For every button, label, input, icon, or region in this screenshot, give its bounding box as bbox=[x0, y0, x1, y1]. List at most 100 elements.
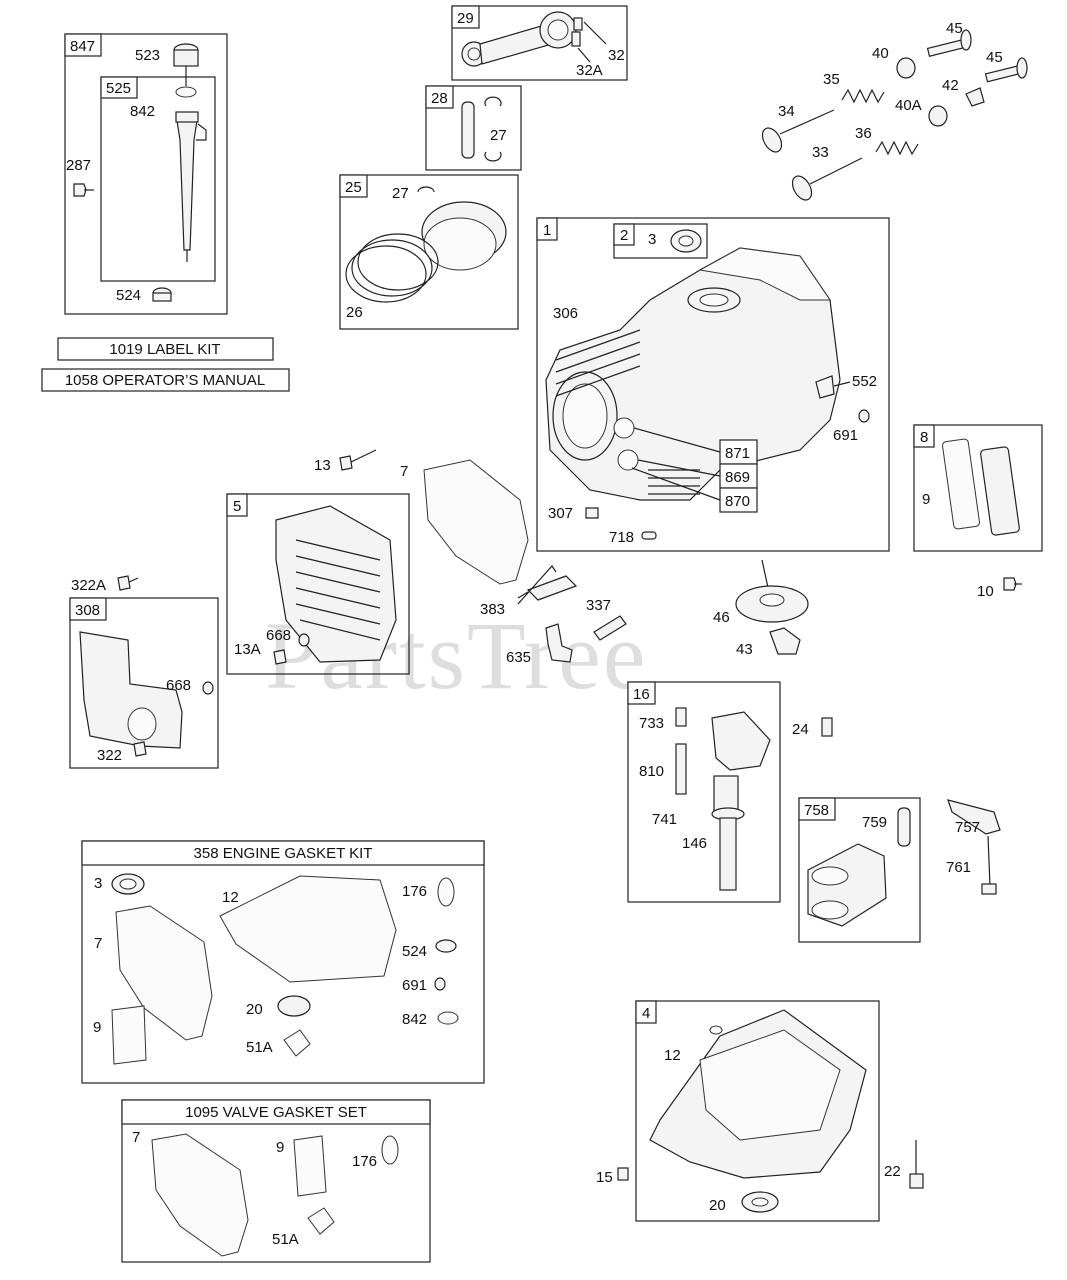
group-5[interactable]: 5 668 13A bbox=[226, 493, 410, 675]
pin-clip-top[interactable] bbox=[484, 96, 502, 107]
key-24-part[interactable] bbox=[821, 717, 833, 737]
rod-bolt-32[interactable] bbox=[573, 17, 583, 31]
group-29[interactable]: 29 32 32A bbox=[451, 5, 628, 81]
screw-733-part[interactable] bbox=[675, 707, 687, 727]
dipstick-tube-part[interactable] bbox=[175, 113, 199, 251]
retainer-40a-part[interactable] bbox=[928, 105, 948, 127]
group-28-id: 28 bbox=[431, 90, 448, 107]
piston-pin-part[interactable] bbox=[461, 101, 475, 159]
group-847-frame bbox=[64, 33, 228, 315]
pin-718-part[interactable] bbox=[641, 531, 657, 540]
valve-spring-36-part[interactable] bbox=[875, 140, 919, 156]
bolt-761-head bbox=[981, 883, 997, 895]
screw-10[interactable]: 10 bbox=[977, 577, 1022, 600]
group-28[interactable]: 28 27 bbox=[425, 85, 522, 171]
piston-clip-part[interactable] bbox=[417, 186, 435, 193]
screw-10-part[interactable] bbox=[1003, 577, 1017, 591]
spark-plug-337-part[interactable] bbox=[593, 615, 627, 641]
washer-668-head-part[interactable] bbox=[298, 633, 310, 647]
link-757-part[interactable] bbox=[947, 799, 1001, 835]
kit-gasket-51a-part[interactable] bbox=[283, 1029, 311, 1057]
plug-15-part[interactable] bbox=[617, 1167, 629, 1181]
head-gasket-7-part[interactable] bbox=[423, 459, 529, 585]
crank-key-810-part[interactable] bbox=[675, 743, 687, 795]
group-28-id-box bbox=[425, 85, 454, 109]
screw-322-part[interactable] bbox=[133, 741, 147, 757]
governor-shaft-383-part[interactable] bbox=[526, 575, 578, 601]
valve-33-stem[interactable] bbox=[809, 157, 863, 185]
link-parts[interactable]: 757 761 bbox=[946, 799, 1001, 895]
valve-gasket-set[interactable]: 1095 VALVE GASKET SET 7 9 176 51A bbox=[121, 1099, 431, 1263]
group-1[interactable]: 1 2 3 871 869 870 306 552 69 bbox=[536, 217, 890, 552]
set-gasket-9-part[interactable] bbox=[293, 1135, 327, 1197]
rod-bolt-32a[interactable] bbox=[571, 31, 581, 47]
breather-cover-part[interactable] bbox=[980, 446, 1020, 536]
kit-seal-20-part[interactable] bbox=[277, 995, 311, 1017]
label-kit[interactable]: 1019 LABEL KIT bbox=[57, 337, 274, 361]
group-847[interactable]: 847 525 523 842 287 524 bbox=[64, 33, 228, 315]
keeper-42-part[interactable] bbox=[965, 87, 985, 107]
key-24[interactable]: 24 bbox=[792, 717, 833, 738]
washer-668-guide-part[interactable] bbox=[202, 681, 214, 695]
air-guide-308-part[interactable] bbox=[79, 631, 183, 749]
bolt-22[interactable]: 22 bbox=[884, 1140, 924, 1189]
governor-43-part[interactable] bbox=[769, 627, 801, 655]
set-head-gasket-7-part[interactable] bbox=[151, 1133, 249, 1257]
piston-ring-1[interactable] bbox=[357, 233, 439, 291]
group-8-id-box bbox=[913, 424, 935, 448]
bolt-13a-part[interactable] bbox=[273, 649, 287, 665]
camshaft-parts[interactable]: 46 43 bbox=[713, 559, 809, 658]
middle-parts[interactable]: 13 7 383 337 635 bbox=[314, 449, 627, 666]
kit-crankcase-gasket-12-part[interactable] bbox=[219, 875, 397, 983]
valve-45-upper-part[interactable] bbox=[926, 39, 966, 57]
group-25[interactable]: 25 27 26 bbox=[339, 174, 519, 330]
engine-gasket-kit[interactable]: 358 ENGINE GASKET KIT 3 12 176 7 524 691… bbox=[81, 840, 485, 1084]
set-gasket-51a-part[interactable] bbox=[307, 1207, 335, 1235]
dipstick-oring-part[interactable] bbox=[175, 86, 197, 98]
group-4[interactable]: 4 12 15 20 bbox=[596, 1000, 880, 1222]
retainer-40-part[interactable] bbox=[896, 57, 916, 79]
valve-train[interactable]: 45 45 40 35 42 40A 34 36 33 bbox=[759, 20, 1028, 203]
operators-manual[interactable]: 1058 OPERATOR’S MANUAL bbox=[41, 368, 290, 392]
crankshaft-16-part[interactable] bbox=[711, 711, 771, 771]
group-1-frame bbox=[536, 217, 890, 552]
label-383: 383 bbox=[480, 601, 505, 618]
kit-label-20: 20 bbox=[246, 1001, 263, 1018]
valve-spring-35-part[interactable] bbox=[841, 88, 885, 104]
valve-34-stem[interactable] bbox=[779, 109, 835, 135]
pin-clip-bottom[interactable] bbox=[484, 151, 502, 162]
kit-oring-176-part[interactable] bbox=[437, 877, 455, 907]
piston-ring-3[interactable] bbox=[345, 245, 427, 303]
kit-gasket-9-part[interactable] bbox=[111, 1005, 147, 1065]
group-5-id: 5 bbox=[233, 498, 241, 515]
screw-322a-part[interactable] bbox=[117, 575, 131, 591]
label-287: 287 bbox=[66, 157, 91, 174]
group-16[interactable]: 16 733 810 741 146 bbox=[627, 681, 781, 903]
breather-552-part[interactable] bbox=[815, 375, 835, 399]
kit-plug-691-part[interactable] bbox=[434, 977, 446, 991]
cylinder-head-part[interactable] bbox=[275, 505, 397, 663]
valve-45-lower-part[interactable] bbox=[984, 65, 1022, 83]
screw-322a[interactable]: 322A bbox=[71, 575, 139, 594]
set-oring-176-part[interactable] bbox=[381, 1135, 399, 1165]
group-308[interactable]: 308 668 322 bbox=[69, 597, 219, 769]
group-8[interactable]: 8 9 bbox=[913, 424, 1043, 552]
group-870-id: 870 bbox=[725, 493, 750, 510]
screw-307-part[interactable] bbox=[585, 507, 599, 519]
pin-759-part[interactable] bbox=[897, 807, 911, 847]
group-869-id: 869 bbox=[725, 469, 750, 486]
kit-head-gasket-7-part[interactable] bbox=[115, 905, 213, 1041]
label-842: 842 bbox=[130, 103, 155, 120]
gasket-9-part[interactable] bbox=[942, 438, 980, 530]
kit-plug-524-part[interactable] bbox=[435, 939, 457, 953]
spark-plug-boot-635-part[interactable] bbox=[545, 623, 573, 663]
bolt-13-part[interactable] bbox=[350, 449, 377, 463]
kit-oring-842-part[interactable] bbox=[437, 1011, 459, 1025]
group-758[interactable]: 758 759 bbox=[798, 797, 921, 943]
bolt-761-part[interactable] bbox=[987, 835, 991, 887]
piston-ring-2[interactable] bbox=[351, 239, 433, 297]
plug-691-part[interactable] bbox=[858, 409, 870, 423]
group-758-id: 758 bbox=[804, 802, 829, 819]
label-668-guide: 668 bbox=[166, 677, 191, 694]
screw-287-part[interactable] bbox=[73, 183, 87, 197]
